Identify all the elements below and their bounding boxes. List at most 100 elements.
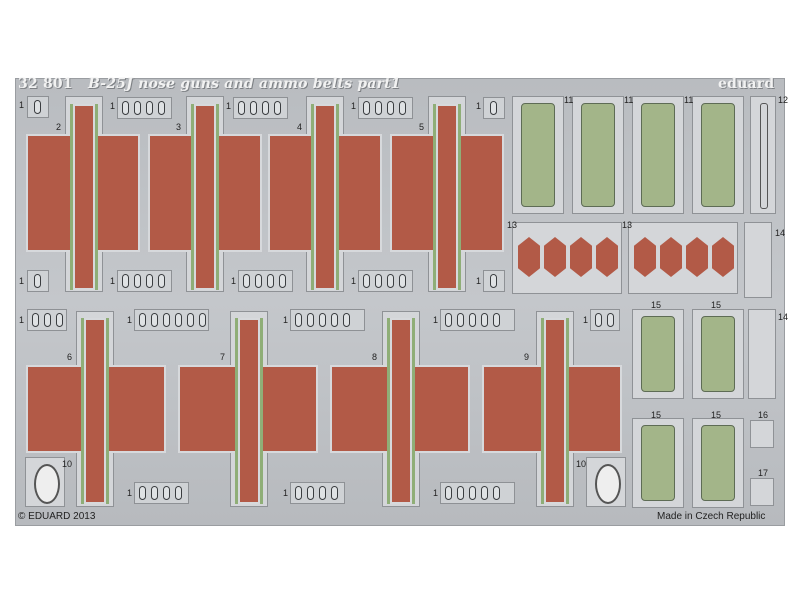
part-15-frame xyxy=(632,309,684,399)
part-label: 6 xyxy=(67,352,73,362)
part-15-frame xyxy=(692,309,744,399)
part-label: 2 xyxy=(56,122,62,132)
part-1-group xyxy=(440,309,515,331)
part-11-frame xyxy=(572,96,624,214)
copyright-text: © EDUARD 2013 xyxy=(18,511,96,522)
part-label: 17 xyxy=(758,468,769,478)
part-1-group xyxy=(134,482,189,504)
part-label: 1 xyxy=(351,101,357,111)
belt-3-spine xyxy=(194,104,216,290)
part-label: 1 xyxy=(127,315,133,325)
green-edge xyxy=(412,318,415,504)
part-14-frame xyxy=(748,309,776,399)
part-1-small xyxy=(27,96,49,118)
part-label: 15 xyxy=(711,300,722,310)
part-13-frame xyxy=(628,222,738,294)
part-15 xyxy=(701,316,735,392)
part-1-group xyxy=(238,270,293,292)
part-label: 1 xyxy=(433,315,439,325)
part-label: 13 xyxy=(622,220,633,230)
part-11 xyxy=(581,103,615,207)
belt-8-spine xyxy=(390,318,412,504)
part-11-frame xyxy=(632,96,684,214)
part-label: 1 xyxy=(19,100,25,110)
part-label: 3 xyxy=(176,122,182,132)
part-17-frame xyxy=(750,478,774,506)
part-11 xyxy=(641,103,675,207)
part-label: 8 xyxy=(372,352,378,362)
part-1-group xyxy=(233,97,288,119)
belt-9-spine xyxy=(544,318,566,504)
part-label: 5 xyxy=(419,122,425,132)
part-1-group xyxy=(440,482,515,504)
part-15-frame xyxy=(692,418,744,508)
part-label: 12 xyxy=(778,95,789,105)
part-label: 1 xyxy=(476,101,482,111)
fret-title: B-25J nose guns and ammo belts part1 xyxy=(88,76,401,92)
green-edge xyxy=(260,318,263,504)
part-label: 1 xyxy=(283,488,289,498)
part-1-group xyxy=(290,309,365,331)
part-11 xyxy=(521,103,555,207)
part-12-frame xyxy=(750,96,776,214)
part-label: 1 xyxy=(433,488,439,498)
part-13-frame xyxy=(512,222,622,294)
green-edge xyxy=(336,104,339,290)
green-edge xyxy=(541,318,544,504)
part-1-small xyxy=(483,97,505,119)
part-label: 15 xyxy=(651,410,662,420)
part-label: 9 xyxy=(524,352,530,362)
green-edge xyxy=(95,104,98,290)
part-label: 1 xyxy=(351,276,357,286)
green-edge xyxy=(433,104,436,290)
part-15 xyxy=(641,316,675,392)
brand-logo: eduard xyxy=(718,76,775,92)
belt-7-spine xyxy=(238,318,260,504)
part-11 xyxy=(701,103,735,207)
oval-cutout xyxy=(595,464,621,504)
belt-6-spine xyxy=(84,318,106,504)
belt-4-spine xyxy=(314,104,336,290)
part-label: 10 xyxy=(62,459,73,469)
part-label: 1 xyxy=(19,276,25,286)
green-edge xyxy=(458,104,461,290)
part-label: 1 xyxy=(110,276,116,286)
part-15 xyxy=(641,425,675,501)
part-11-frame xyxy=(692,96,744,214)
part-label: 11 xyxy=(564,95,574,105)
part-label: 4 xyxy=(297,122,303,132)
part-label: 1 xyxy=(19,315,25,325)
part-10-frame xyxy=(586,457,626,507)
part-1-group xyxy=(358,97,413,119)
part-label: 11 xyxy=(684,95,694,105)
part-label: 1 xyxy=(226,101,232,111)
part-label: 15 xyxy=(651,300,662,310)
part-10-frame xyxy=(25,457,65,507)
green-edge xyxy=(191,104,194,290)
part-15 xyxy=(701,425,735,501)
green-edge xyxy=(311,104,314,290)
part-15-frame xyxy=(632,418,684,508)
green-edge xyxy=(70,104,73,290)
origin-text: Made in Czech Republic xyxy=(657,511,766,522)
part-label: 1 xyxy=(127,488,133,498)
green-edge xyxy=(235,318,238,504)
green-edge xyxy=(387,318,390,504)
part-1-group xyxy=(117,97,172,119)
part-label: 1 xyxy=(231,276,237,286)
part-14-frame xyxy=(744,222,772,298)
part-1-group xyxy=(27,309,67,331)
part-1-group xyxy=(590,309,620,331)
part-label: 1 xyxy=(583,315,589,325)
part-label: 13 xyxy=(507,220,518,230)
kit-number: 32 801 xyxy=(18,76,73,92)
part-12 xyxy=(760,103,768,209)
green-edge xyxy=(216,104,219,290)
part-label: 1 xyxy=(110,101,116,111)
part-1-small xyxy=(27,270,49,292)
part-1-group xyxy=(117,270,172,292)
belt-2-spine xyxy=(73,104,95,290)
part-label: 15 xyxy=(711,410,722,420)
oval-cutout xyxy=(34,464,60,504)
part-label: 10 xyxy=(576,459,587,469)
